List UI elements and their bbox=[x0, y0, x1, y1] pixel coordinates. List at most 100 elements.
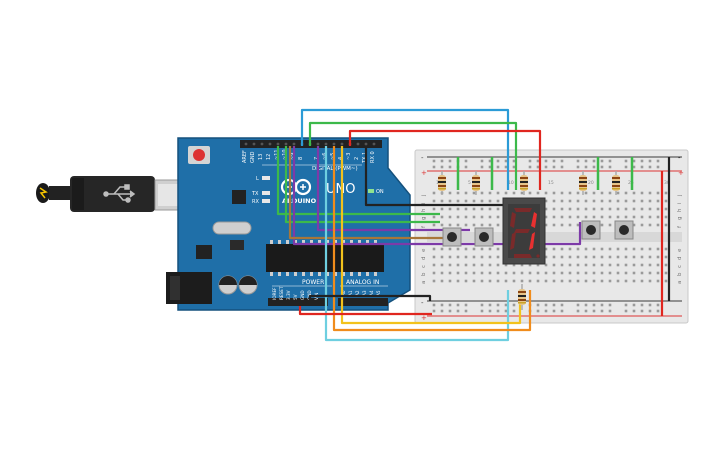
reset-button[interactable] bbox=[193, 149, 205, 161]
row-label-g-right: g bbox=[677, 217, 683, 221]
wire-purple[interactable] bbox=[292, 146, 582, 246]
pin-label-a5: A5 bbox=[376, 290, 381, 296]
pin-label-12: 12 bbox=[266, 154, 272, 160]
wire-black-top[interactable] bbox=[364, 146, 508, 207]
rail-plus-top-right: + bbox=[678, 169, 684, 177]
pushbutton-2[interactable] bbox=[474, 227, 494, 247]
row-label-e: e bbox=[421, 248, 427, 252]
rail-minus-bottom-left: - bbox=[421, 299, 424, 307]
pin-label-3v3: 3.3V bbox=[286, 290, 291, 300]
row-label-a-right: a bbox=[677, 281, 683, 284]
pin-label-gnd1: GND bbox=[300, 290, 305, 300]
rail-minus-top-left: - bbox=[421, 154, 424, 162]
crystal bbox=[212, 221, 252, 235]
row-label-e-right: e bbox=[677, 248, 683, 252]
wire-green-top[interactable] bbox=[308, 121, 518, 190]
wire-purple-2[interactable] bbox=[316, 146, 470, 232]
row-label-i: i bbox=[421, 202, 427, 204]
pin-label-a3: A3 bbox=[362, 290, 367, 296]
wire-yellow[interactable] bbox=[340, 146, 522, 325]
analog-label: ANALOG IN bbox=[346, 279, 379, 286]
col-label-10: 10 bbox=[508, 180, 514, 186]
power-header bbox=[268, 298, 328, 306]
row-label-d-right: d bbox=[677, 257, 683, 261]
wire-blue-top[interactable] bbox=[300, 108, 510, 190]
led-tx bbox=[262, 191, 270, 195]
row-label-c-right: c bbox=[677, 265, 683, 268]
wire-black-gnd[interactable] bbox=[308, 294, 432, 306]
wire-green-mid[interactable] bbox=[276, 146, 440, 216]
led-l bbox=[262, 176, 270, 180]
pin-label-gnd: GND bbox=[250, 151, 256, 163]
segments-off bbox=[510, 208, 532, 258]
row-label-f: f bbox=[421, 225, 427, 228]
led-label-on: ON bbox=[376, 189, 384, 195]
pin-label-aref: AREF bbox=[242, 150, 248, 163]
voltage-regulator bbox=[230, 240, 244, 250]
col-label-15: 15 bbox=[548, 180, 554, 186]
pin-label-3: ~3 bbox=[346, 153, 352, 160]
resistor-group-top bbox=[438, 171, 620, 195]
row-label-b: b bbox=[421, 272, 427, 276]
wire-brown[interactable] bbox=[288, 146, 454, 240]
pin-label-a1: A1 bbox=[348, 290, 353, 296]
resistor-6[interactable] bbox=[518, 284, 526, 310]
wire-group bbox=[276, 108, 671, 342]
led-label-tx: TX bbox=[251, 191, 259, 197]
rail-minus-top-right: - bbox=[678, 154, 681, 162]
resistor-5[interactable] bbox=[612, 171, 620, 195]
row-label-h-right: h bbox=[677, 208, 683, 212]
row-label-b-right: b bbox=[677, 272, 683, 276]
led-label-rx: RX bbox=[252, 199, 259, 205]
pin-label-a0: A0 bbox=[341, 290, 346, 296]
resistor-3[interactable] bbox=[520, 171, 528, 195]
wire-orange[interactable] bbox=[332, 146, 532, 332]
pin-label-2: 2 bbox=[354, 157, 360, 160]
row-label-c: c bbox=[421, 265, 427, 268]
wire-red-top[interactable] bbox=[348, 129, 542, 190]
regulator-chip bbox=[196, 245, 212, 259]
jumper-group-green bbox=[456, 157, 634, 190]
col-label-1: 1 bbox=[436, 180, 439, 186]
resistor-1[interactable] bbox=[438, 171, 446, 195]
arduino-uno-board[interactable]: AREF GND 13 12 ~11 ~10 ~9 8 7 ~6 ~5 4 ~3… bbox=[166, 137, 411, 311]
pushbutton-3[interactable] bbox=[581, 220, 601, 240]
analog-header bbox=[338, 298, 388, 306]
usb-chip bbox=[232, 190, 246, 204]
row-label-a: a bbox=[421, 281, 427, 284]
segments-on bbox=[529, 212, 537, 250]
pin-label-5v: 5V bbox=[293, 294, 298, 300]
wire-red-5v[interactable] bbox=[298, 306, 432, 316]
row-label-g: g bbox=[421, 217, 427, 221]
decimal-point bbox=[536, 254, 540, 258]
arduino-logo-text: ARDUINO bbox=[282, 197, 317, 205]
row-label-h: h bbox=[421, 208, 427, 212]
row-label-i-right: i bbox=[677, 202, 683, 204]
row-label-j-right: j bbox=[677, 194, 683, 197]
pushbutton-4[interactable] bbox=[614, 220, 634, 240]
usb-cable[interactable] bbox=[36, 176, 196, 212]
led-on bbox=[368, 189, 374, 193]
row-label-f-right: f bbox=[677, 225, 683, 228]
pin-label-13: 13 bbox=[258, 154, 264, 160]
led-label-l: L bbox=[256, 176, 259, 182]
seven-segment-display[interactable]: 1 bbox=[502, 197, 546, 281]
col-label-5: 5 bbox=[468, 180, 471, 186]
pin-label-ioref: IOREF bbox=[272, 287, 277, 300]
pin-label-rx0: RX 0 bbox=[370, 151, 376, 163]
rail-plus-bottom-left: + bbox=[421, 314, 427, 322]
usb-icon bbox=[103, 184, 136, 203]
col-label-30: 30 bbox=[664, 180, 670, 186]
resistor-4[interactable] bbox=[579, 171, 587, 195]
resistor-2[interactable] bbox=[472, 171, 480, 195]
pin-label-8: 8 bbox=[298, 157, 304, 160]
row-label-d: d bbox=[421, 257, 427, 261]
row-label-j: j bbox=[421, 194, 427, 197]
wire-cyan[interactable] bbox=[324, 146, 510, 342]
pushbutton-1[interactable] bbox=[442, 227, 462, 247]
wire-green-mid2[interactable] bbox=[284, 146, 440, 224]
pin-label-a2: A2 bbox=[355, 290, 360, 296]
led-rx bbox=[262, 199, 270, 203]
